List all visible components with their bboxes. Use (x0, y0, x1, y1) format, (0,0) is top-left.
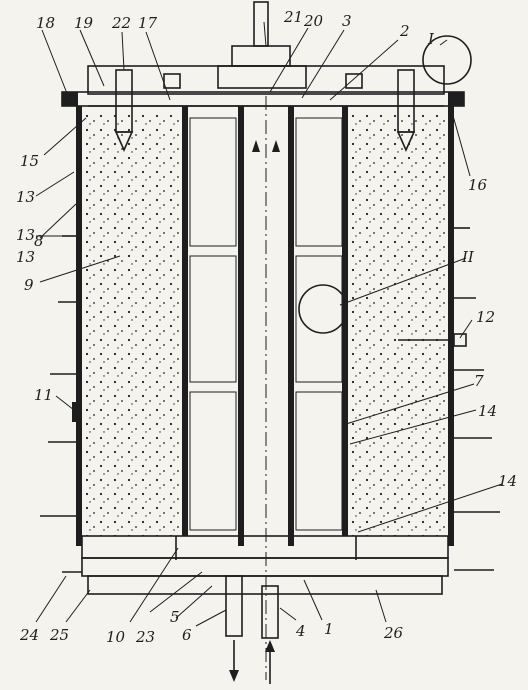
top-cover (61, 65, 465, 107)
label-7: 7 (474, 372, 484, 390)
leader-lines (35, 21, 503, 627)
bottom-nozzles (225, 575, 279, 684)
label-6: 6 (182, 626, 192, 644)
label-14-a: 14 (478, 402, 497, 420)
label-4: 4 (295, 622, 306, 640)
catalyst-bed (82, 112, 448, 536)
label-2: 2 (399, 22, 410, 40)
label-17: 17 (138, 14, 158, 32)
outer-shell (76, 106, 454, 546)
label-18: 18 (36, 14, 55, 32)
side-pins (40, 227, 500, 573)
label-16: 16 (468, 176, 488, 194)
label-13-a: 13 (16, 188, 35, 206)
label-detail-I: I (427, 30, 435, 48)
label-21: 21 (283, 8, 303, 26)
label-detail-II: II (461, 248, 475, 266)
label-3: 3 (342, 12, 352, 30)
inner-walls (182, 106, 348, 536)
label-25: 25 (49, 626, 69, 644)
label-8: 8 (34, 232, 44, 250)
detail-circle-I (422, 35, 472, 85)
label-15: 15 (20, 152, 39, 170)
bottom-plenum (81, 535, 449, 595)
label-23: 23 (135, 628, 155, 646)
tube-bundles (189, 117, 343, 531)
label-1: 1 (324, 620, 334, 638)
label-14-b: 14 (498, 472, 517, 490)
part-labels: 18 19 22 17 21 20 3 2 I 15 16 13 13 8 13… (16, 8, 517, 646)
label-26: 26 (383, 624, 404, 642)
label-5: 5 (170, 608, 180, 626)
detail-circle-II (298, 284, 348, 334)
central-pipe (238, 96, 294, 680)
label-20: 20 (303, 12, 324, 30)
label-19: 19 (74, 14, 94, 32)
label-11: 11 (34, 386, 53, 404)
label-12: 12 (476, 308, 495, 326)
label-9: 9 (24, 276, 34, 294)
label-10: 10 (106, 628, 126, 646)
label-22: 22 (111, 14, 131, 32)
thermocouple-pockets (114, 69, 416, 152)
label-24: 24 (19, 626, 39, 644)
label-13-c: 13 (16, 248, 35, 266)
top-inlet-fitting (217, 1, 307, 89)
label-13-b: 13 (16, 226, 35, 244)
